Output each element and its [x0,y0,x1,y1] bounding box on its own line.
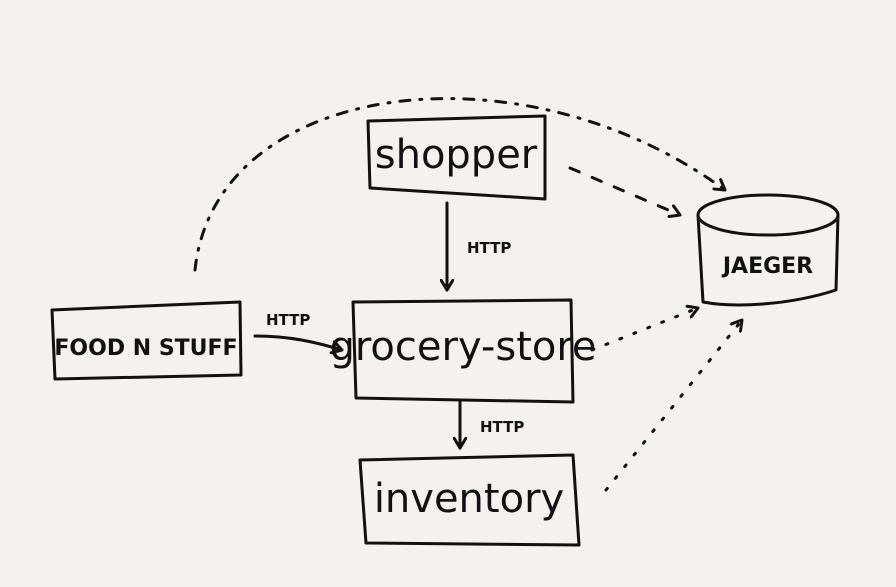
trace-link-inventory-to-jaeger [604,318,744,492]
http-label-grocery-inventory: HTTP [480,418,524,436]
trace-link-shopper-to-jaeger [568,166,682,215]
node-grocery-store-label: grocery-store [329,324,596,370]
node-shopper: shopper [366,114,547,201]
node-grocery-store: grocery-store [329,298,597,404]
http-label-food-grocery: HTTP [266,311,310,329]
node-inventory-label: inventory [374,476,564,522]
node-inventory: inventory [358,453,581,547]
node-food-n-stuff-label: FOOD N STUFF [54,336,237,361]
trace-link-grocery-to-jaeger [590,308,700,352]
node-jaeger-database: JAEGER [696,193,840,307]
node-food-n-stuff: FOOD N STUFF [50,300,243,381]
node-shopper-label: shopper [375,132,538,178]
http-label-shopper-grocery: HTTP [467,239,511,257]
node-jaeger-label: JAEGER [721,254,813,279]
trace-link-food-to-jaeger [193,97,727,272]
http-arrow-food-to-grocery [253,334,344,350]
